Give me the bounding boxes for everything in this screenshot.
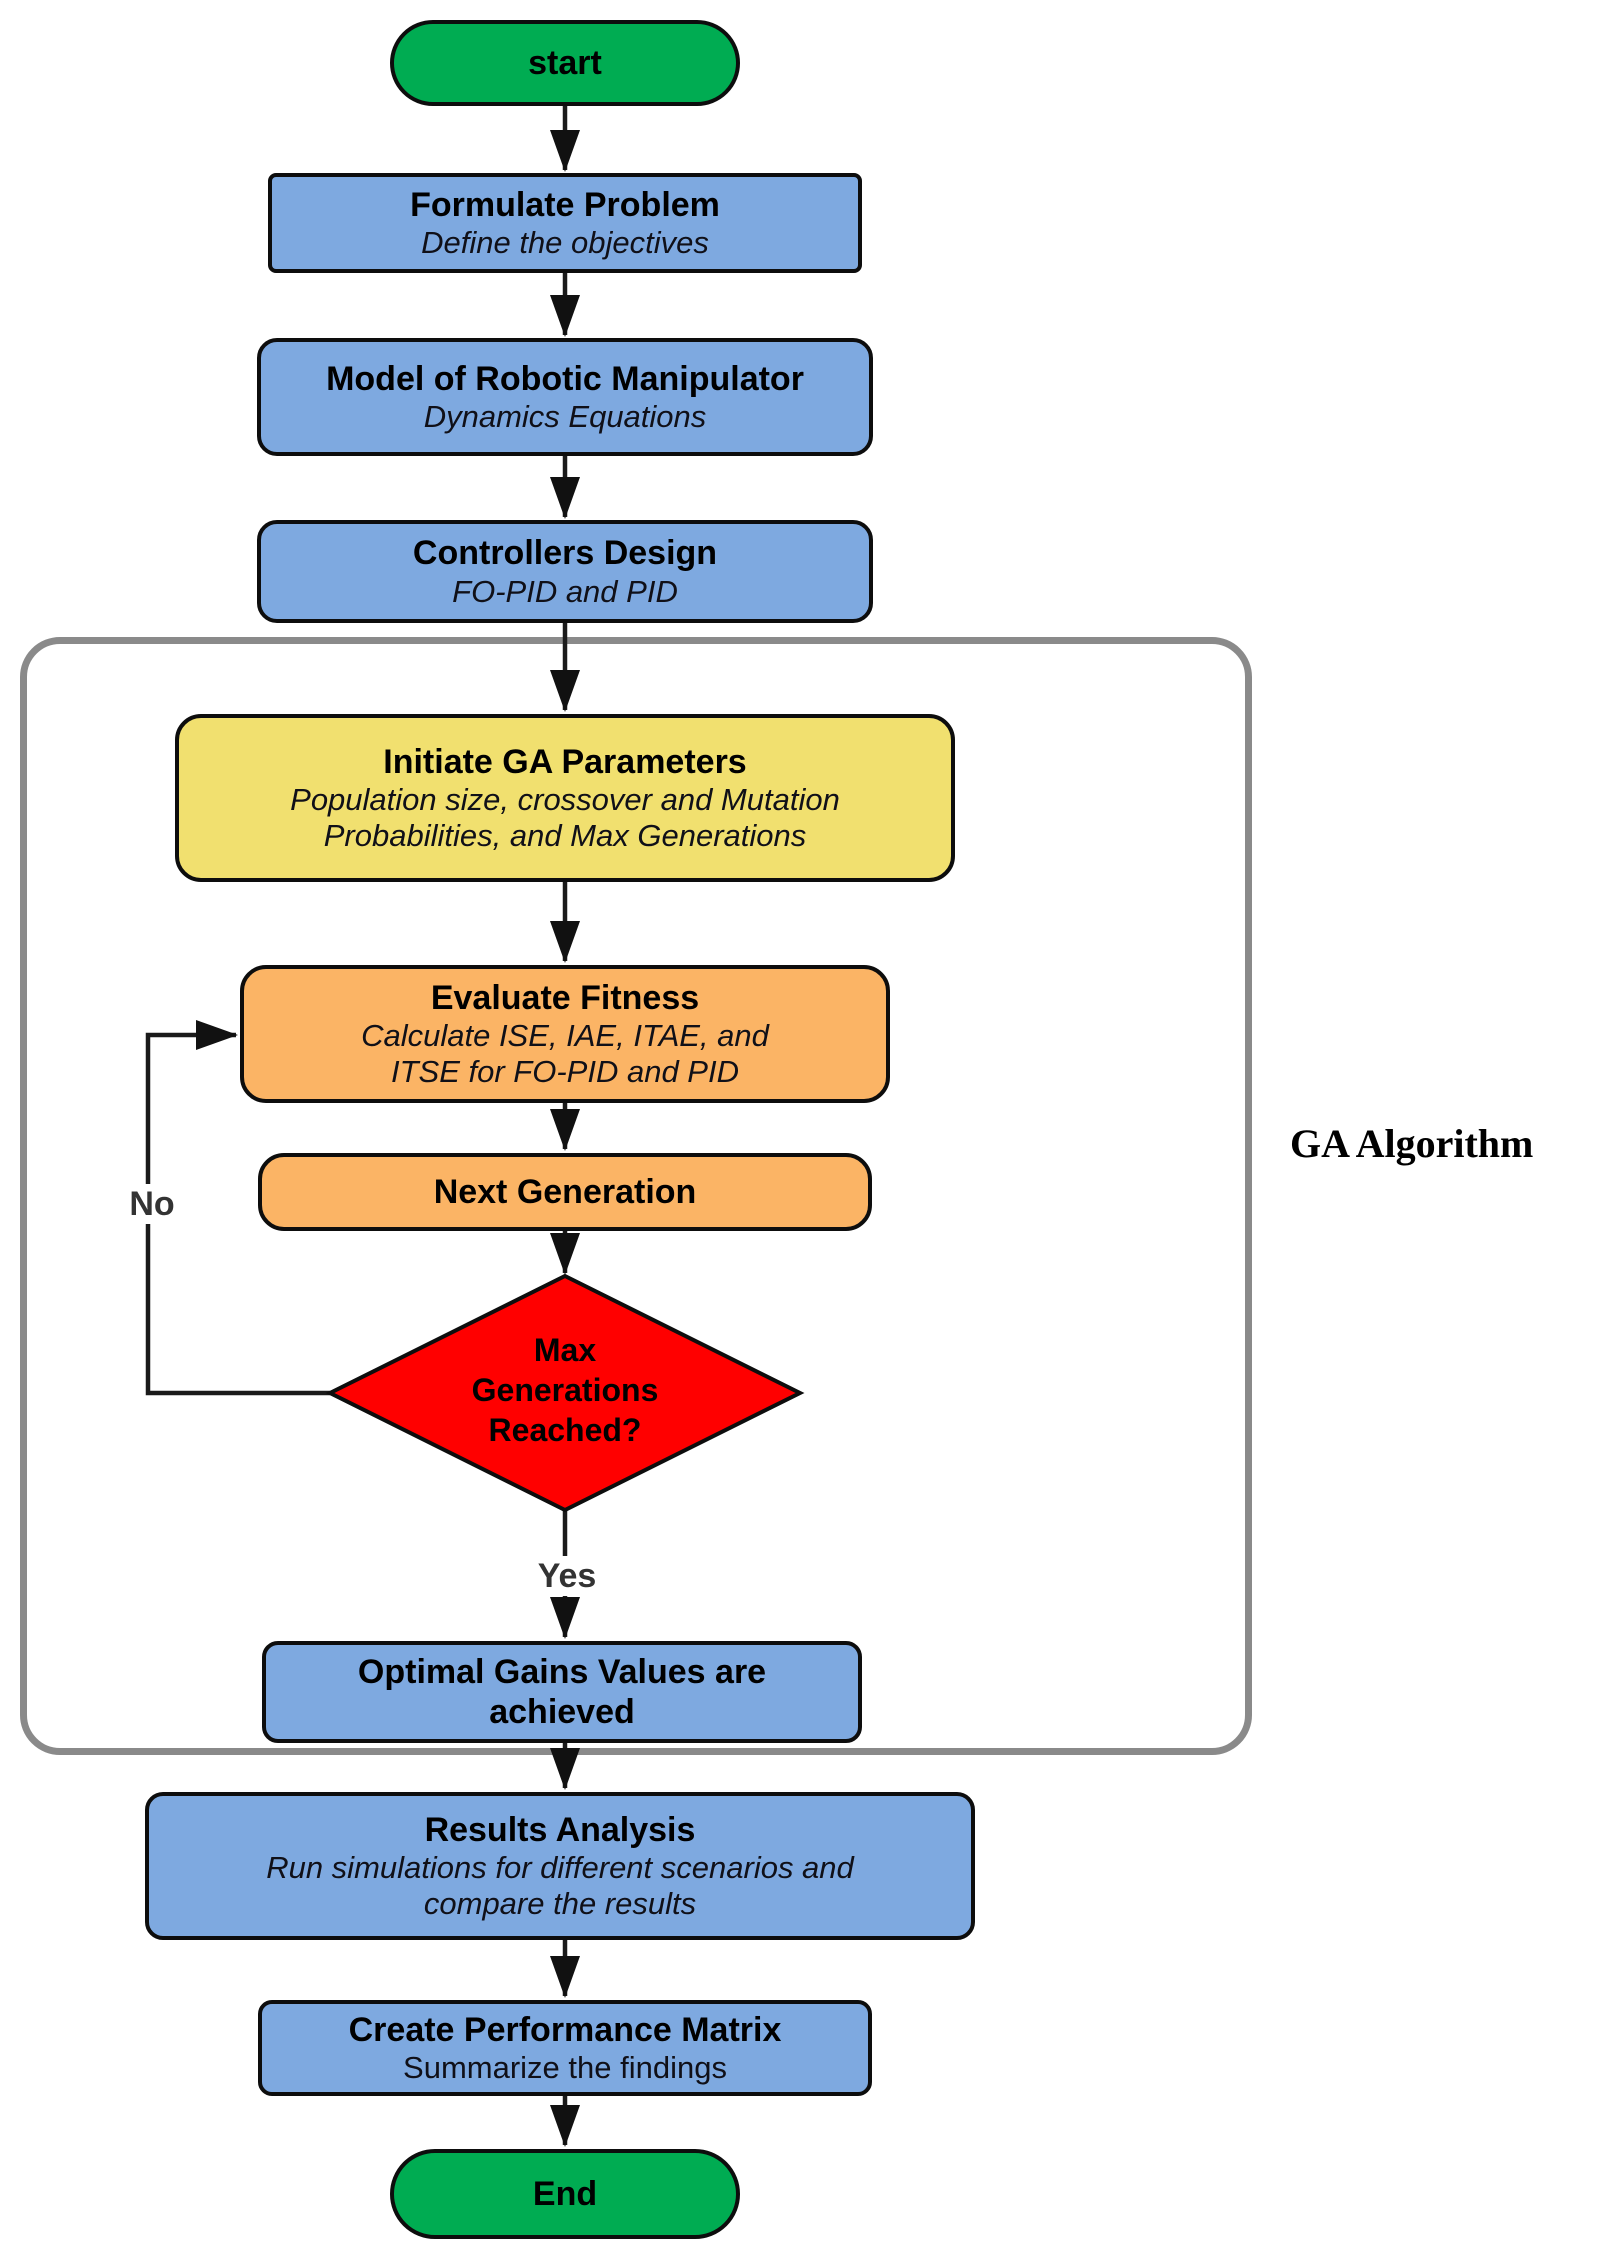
controllers-title: Controllers Design <box>412 534 718 573</box>
ga-algorithm-side-label: GA Algorithm <box>1290 1121 1534 1166</box>
node-formulate-problem: Formulate Problem Define the objectives <box>268 173 862 273</box>
evaluate-title: Evaluate Fitness <box>430 978 700 1017</box>
matrix-title: Create Performance Matrix <box>348 2010 782 2049</box>
controllers-subtitle: FO-PID and PID <box>452 573 678 609</box>
initiate-title: Initiate GA Parameters <box>383 742 747 781</box>
node-end: End <box>390 2149 740 2239</box>
edge-label-no: No <box>108 1184 196 1224</box>
formulate-subtitle: Define the objectives <box>421 225 709 261</box>
matrix-subtitle: Summarize the findings <box>403 2050 727 2086</box>
model-title: Model of Robotic Manipulator <box>326 359 804 398</box>
optimal-title: Optimal Gains Values are achieved <box>357 1652 767 1731</box>
edge-label-yes: Yes <box>515 1556 619 1596</box>
evaluate-subtitle: Calculate ISE, IAE, ITAE, and ITSE for F… <box>361 1018 769 1090</box>
node-create-performance-matrix: Create Performance Matrix Summarize the … <box>258 2000 872 2096</box>
node-next-generation: Next Generation <box>258 1153 872 1231</box>
ga-algorithm-group-border <box>20 637 1252 1755</box>
node-initiate-ga-parameters: Initiate GA Parameters Population size, … <box>175 714 955 882</box>
decision-diamond <box>325 1273 805 1513</box>
initiate-subtitle: Population size, crossover and Mutation … <box>290 782 840 854</box>
end-label: End <box>532 2174 598 2213</box>
model-subtitle: Dynamics Equations <box>423 399 707 435</box>
results-subtitle: Run simulations for different scenarios … <box>266 1850 854 1922</box>
nextgen-title: Next Generation <box>433 1172 697 1211</box>
node-model-of-robotic-manipulator: Model of Robotic Manipulator Dynamics Eq… <box>257 338 873 456</box>
node-evaluate-fitness: Evaluate Fitness Calculate ISE, IAE, ITA… <box>240 965 890 1103</box>
node-controllers-design: Controllers Design FO-PID and PID <box>257 520 873 623</box>
results-title: Results Analysis <box>424 1810 696 1849</box>
decision-label: Max Generations Reached? <box>471 1332 659 1448</box>
node-start: start <box>390 20 740 106</box>
node-results-analysis: Results Analysis Run simulations for dif… <box>145 1792 975 1940</box>
node-optimal-gains: Optimal Gains Values are achieved <box>262 1641 862 1743</box>
formulate-title: Formulate Problem <box>410 185 720 224</box>
start-label: start <box>528 43 602 82</box>
